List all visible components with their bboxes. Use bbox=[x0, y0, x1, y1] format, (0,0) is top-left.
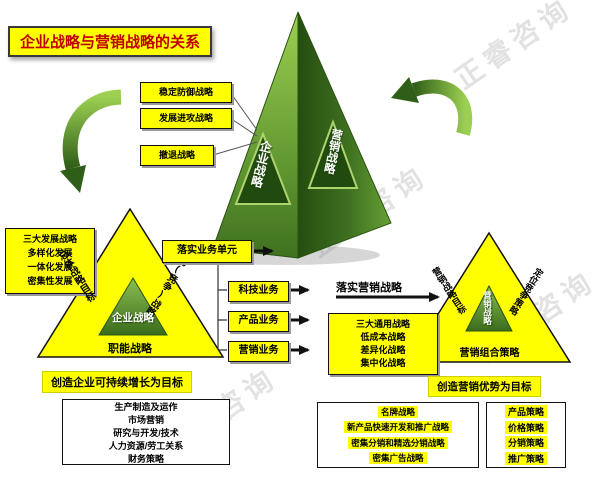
pyramid-right-face bbox=[297, 11, 392, 259]
green-curved-arrow-left bbox=[62, 89, 122, 170]
strategy-type-box: 发展进攻战略 bbox=[140, 108, 232, 129]
corporate-inner-triangle bbox=[98, 277, 168, 336]
marketing-triangle-bottom-label: 营销组合策略 bbox=[459, 348, 520, 359]
functional-strategy-line: 财务策略 bbox=[127, 454, 164, 464]
marketing-strategy-line: 新产品快速开发和推广战略 bbox=[343, 421, 452, 434]
business-box: 营销业务 bbox=[228, 341, 289, 362]
functional-strategy-line: 人力资源/劳工关系 bbox=[108, 441, 184, 451]
functional-strategy-line: 生产制造及运作 bbox=[114, 402, 178, 412]
marketing-mix-box: 产品策略 价格策略 分销策略 推广策略 bbox=[486, 402, 566, 468]
marketing-mix-line: 产品策略 bbox=[504, 405, 547, 419]
marketing-inner-triangle bbox=[465, 284, 513, 332]
development-strategies-box: 三大发展战略 多样化发展 一体化发展 密集性发展 bbox=[5, 228, 95, 294]
diagram-title: 企业战略与营销战略的关系 bbox=[8, 26, 213, 57]
development-strategy-line: 三大发展战略 bbox=[22, 234, 77, 245]
pyramid-right-inset-triangle bbox=[307, 119, 359, 189]
green-curved-arrow-left-head bbox=[60, 165, 86, 193]
marketing-strategies-box: 名牌战略 新产品快速开发和推广战略 密集分销和精选分销战略 密集广告战略 bbox=[317, 402, 479, 468]
marketing-mix-line: 价格策略 bbox=[504, 420, 547, 434]
development-strategy-line: 密集性发展 bbox=[27, 276, 73, 287]
green-curved-arrow-right-head bbox=[391, 77, 419, 103]
corporate-triangle-bottom-label: 职能战略 bbox=[108, 343, 152, 355]
implement-marketing-label: 落实营销战略 bbox=[336, 282, 402, 294]
marketing-strategy-line: 密集广告战略 bbox=[369, 451, 427, 464]
implement-business-unit-box: 落实业务单元 bbox=[162, 240, 252, 263]
marketing-goal-bar: 创造营销优势为目标 bbox=[428, 376, 541, 397]
generic-strategies-box: 三大通用战略 低成本战略 差异化战略 集中化战略 bbox=[328, 313, 438, 375]
strategy-type-box: 稳定防御战略 bbox=[140, 82, 232, 103]
marketing-mix-line: 推广策略 bbox=[504, 451, 547, 465]
development-strategy-line: 一体化发展 bbox=[27, 262, 73, 273]
marketing-triangle-inner-label: 营销战略 bbox=[482, 291, 493, 325]
connector-line bbox=[217, 260, 227, 351]
functional-strategies-box: 生产制造及运作 市场营销 研究与开发/技术 人力资源/劳工关系 财务策略 bbox=[62, 399, 230, 465]
functional-strategy-line: 市场营销 bbox=[127, 415, 164, 425]
functional-strategy-line: 研究与开发/技术 bbox=[113, 428, 179, 438]
generic-strategy-line: 差异化战略 bbox=[360, 344, 406, 355]
generic-strategy-line: 低成本战略 bbox=[360, 331, 406, 342]
development-strategy-line: 多样化发展 bbox=[27, 248, 73, 259]
corporate-goal-bar: 创造企业可持续增长为目标 bbox=[42, 371, 192, 393]
green-curved-arrow-right bbox=[411, 79, 473, 136]
strategy-type-box: 撤退战略 bbox=[140, 145, 214, 166]
connector-line bbox=[212, 91, 258, 156]
marketing-strategy-line: 名牌战略 bbox=[377, 406, 418, 419]
marketing-strategy-line: 密集分销和精选分销战略 bbox=[348, 436, 448, 449]
business-box: 产品业务 bbox=[228, 311, 289, 332]
generic-strategy-line: 集中化战略 bbox=[360, 357, 406, 368]
generic-strategy-line: 三大通用战略 bbox=[355, 318, 410, 329]
corporate-triangle-inner-label: 企业战略 bbox=[112, 312, 154, 324]
pyramid-left-inset-triangle bbox=[234, 131, 292, 205]
marketing-mix-line: 分销策略 bbox=[504, 436, 547, 450]
business-box: 科技业务 bbox=[228, 281, 289, 302]
